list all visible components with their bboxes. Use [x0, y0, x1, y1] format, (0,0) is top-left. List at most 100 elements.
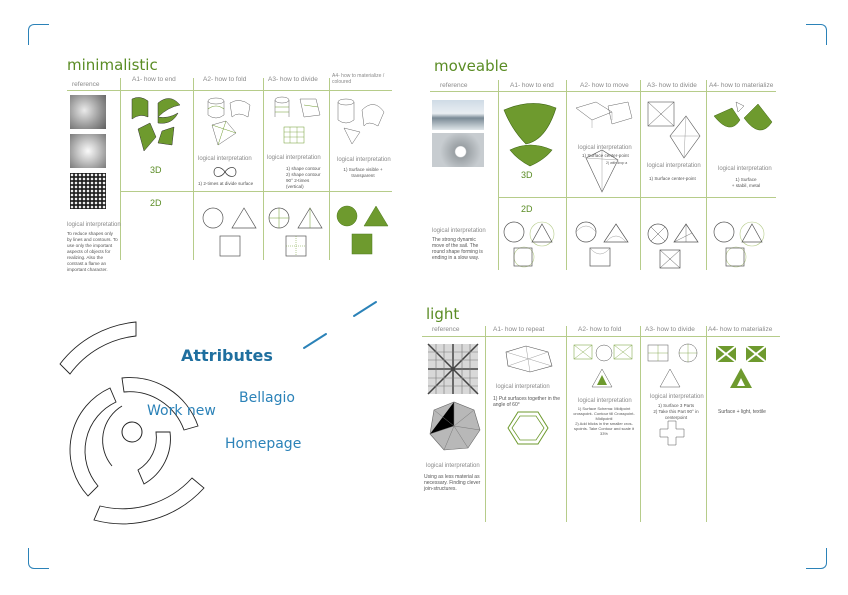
- a4-note: 1) Surface visible + transparent: [343, 167, 383, 178]
- reference-image: [432, 100, 484, 130]
- a4-material-sketches: [713, 101, 773, 131]
- a2-note: 1) Surface Schema: Midlpoint crosspoint-…: [573, 406, 635, 436]
- divider: [706, 326, 707, 522]
- interpretation-label: logical interpretation: [426, 463, 480, 469]
- divider: [566, 80, 567, 270]
- interpretation-label: logical interpretation: [267, 155, 321, 161]
- a1-repeat-sketches: [505, 345, 553, 445]
- column-header: reference: [432, 326, 460, 333]
- a2-2d-shapes: [575, 221, 629, 267]
- a2-note: 1) 2-times at divide surface: [198, 181, 254, 186]
- divider: [263, 78, 264, 260]
- divider: [485, 326, 486, 522]
- corner-mark-top-right: [806, 24, 827, 45]
- a2-fold-sketches: [573, 344, 633, 388]
- interpretation-label: logical interpretation: [337, 157, 391, 163]
- row-label-3d: 3D: [521, 170, 533, 180]
- divider: [706, 80, 707, 270]
- a1-note: 1) Put surfaces together in the angle of…: [493, 396, 560, 408]
- infinity-icon: [213, 167, 237, 177]
- nav-link-work-new[interactable]: Work new: [147, 403, 216, 419]
- column-header: A3- how to divide: [268, 76, 318, 83]
- corner-mark-bottom-right: [806, 548, 827, 569]
- divider: [422, 336, 780, 337]
- row-label-2d: 2D: [150, 198, 162, 208]
- panel-title: light: [426, 305, 460, 323]
- corner-mark-top-left: [28, 24, 49, 45]
- divider: [120, 78, 121, 260]
- interpretation-label: logical interpretation: [198, 156, 252, 162]
- reference-image: [70, 134, 106, 168]
- a3-divide-sketches: [274, 96, 321, 144]
- nav-link-bellagio[interactable]: Bellagio: [239, 390, 295, 406]
- column-header: A1- how to end: [510, 82, 554, 89]
- divider: [640, 80, 641, 270]
- reference-image: [427, 343, 479, 395]
- decorative-dash: [303, 301, 377, 349]
- divider: [67, 90, 392, 91]
- column-header: A1- how to end: [132, 76, 176, 83]
- interpretation-label: logical interpretation: [647, 163, 701, 169]
- column-header: A1- how to repeat: [493, 326, 545, 333]
- a4-note: 1) Surface + stabil, metal: [731, 177, 761, 188]
- reference-image: [432, 133, 484, 167]
- divider: [193, 78, 194, 260]
- interpretation-label: logical interpretation: [496, 384, 550, 390]
- column-header: A3- how to divide: [647, 82, 697, 89]
- interpretation-text: The strong dynamic move of the sail. The…: [432, 237, 483, 261]
- a1-end-shapes-3d: [131, 97, 181, 152]
- panel-title: minimalistic: [67, 56, 158, 74]
- nav-link-homepage[interactable]: Homepage: [225, 436, 302, 452]
- a4-material-sketches: [337, 98, 385, 145]
- a2-note: 1) Surface center-point: [582, 153, 629, 158]
- a3-note: 1) Surface 3 Parts 2) Take this Part 90°…: [653, 403, 699, 420]
- a3-divide-sketches: [647, 343, 698, 446]
- divider: [329, 78, 330, 260]
- panel-title: moveable: [434, 57, 509, 75]
- divider: [640, 326, 641, 522]
- a2-move-sketches: [575, 101, 633, 193]
- corner-mark-bottom-left: [28, 548, 49, 569]
- column-header: A3- how to divide: [645, 326, 695, 333]
- a3-divide-sketches: [647, 101, 701, 159]
- reference-image: [70, 173, 106, 209]
- a1-2d-shapes: [503, 221, 555, 268]
- interpretation-label: logical interpretation: [650, 394, 704, 400]
- interpretation-label: logical interpretation: [578, 145, 632, 151]
- a4-note: Surface + light, textile: [718, 409, 766, 415]
- nav-heading-attributes[interactable]: Attributes: [181, 346, 273, 365]
- divider: [120, 191, 392, 192]
- reference-image: [70, 95, 106, 129]
- interpretation-label: logical interpretation: [432, 228, 486, 234]
- a1-end-shapes-3d: [503, 103, 557, 167]
- divider: [498, 197, 776, 198]
- interpretation-label: logical interpretation: [718, 166, 772, 172]
- column-header: A4- how to materialize: [709, 82, 774, 89]
- column-header: A4- how to materialize / coloured: [332, 73, 385, 85]
- row-label-3d: 3D: [150, 165, 162, 175]
- nav-maze-graphic: [59, 321, 205, 525]
- column-header: A4- how to materialize: [708, 326, 773, 333]
- divider: [498, 80, 499, 270]
- a3-2d-shapes: [647, 223, 699, 269]
- a2-note-small: 2) with drop a: [606, 161, 628, 165]
- a4-material-sketches: [715, 345, 767, 388]
- column-header: A2- how to fold: [203, 76, 247, 83]
- interpretation-label: logical interpretation: [67, 222, 121, 228]
- divider: [430, 91, 776, 92]
- a4-2d-shapes: [713, 221, 765, 268]
- a3-2d-shapes: [268, 207, 323, 257]
- row-label-2d: 2D: [521, 204, 533, 214]
- column-header: A2- how to move: [580, 82, 629, 89]
- column-header: reference: [72, 81, 100, 88]
- column-header: reference: [440, 82, 468, 89]
- interpretation-text: To reduce shapes only by lines and conto…: [67, 231, 118, 272]
- divider: [566, 326, 567, 522]
- interpretation-text: Using as less material as necessary. Fin…: [424, 474, 481, 492]
- a2-2d-shapes: [202, 207, 257, 257]
- a2-fold-sketches: [207, 97, 251, 146]
- a3-note: 1) shape contour 2) shape contour 90° 2-…: [286, 166, 321, 189]
- interpretation-label: logical interpretation: [578, 398, 632, 404]
- a3-note: 1) Surface center-point: [649, 176, 696, 181]
- a4-2d-shapes: [336, 205, 389, 255]
